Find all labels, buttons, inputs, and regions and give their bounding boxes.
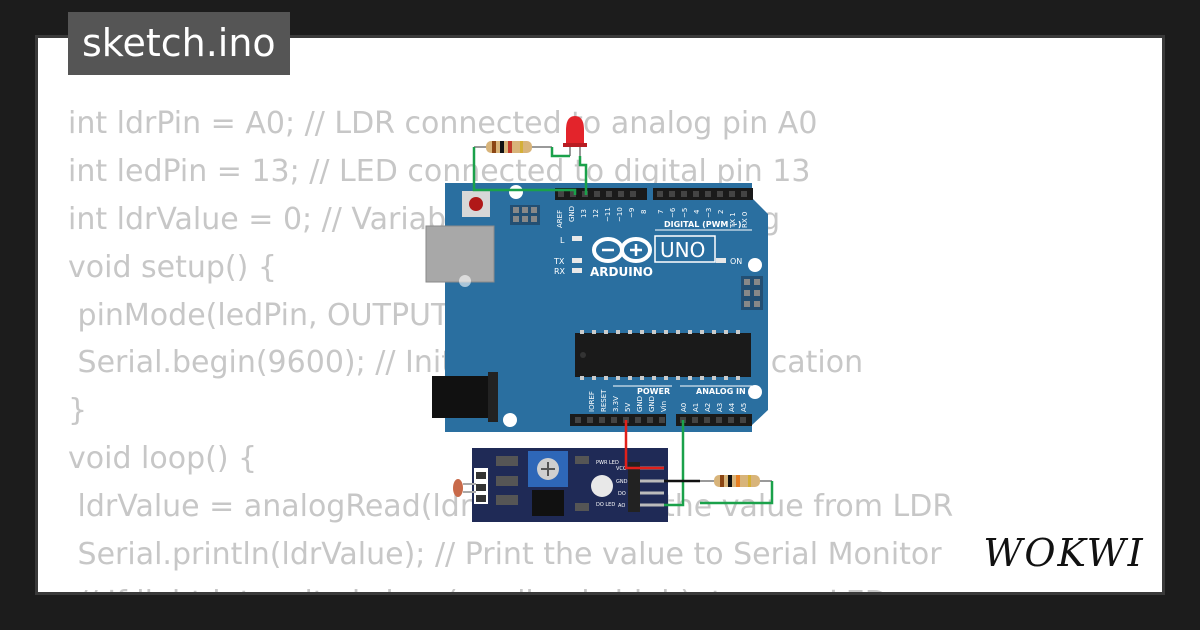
- code-editor[interactable]: int ldrPin = A0; // LDR connected to ana…: [68, 100, 1128, 627]
- code-line: int ldrPin = A0; // LDR connected to ana…: [68, 106, 818, 141]
- code-line: int ledPin = 13; // LED connected to dig…: [68, 153, 811, 189]
- file-tab-label: sketch.ino: [82, 21, 276, 65]
- code-line: void loop() {: [68, 441, 258, 477]
- wokwi-logo-text: WOKWI: [983, 531, 1144, 575]
- file-tab[interactable]: sketch.ino: [68, 12, 290, 75]
- wokwi-logo: WOKWI: [983, 531, 1144, 575]
- code-line: pinMode(ledPin, OUTPUT);: [68, 297, 472, 333]
- code-line: ldrValue = analogRead(ldrPin); // Read t…: [68, 489, 954, 525]
- bottom-frame: [35, 595, 1200, 630]
- code-line: }: [68, 393, 88, 429]
- code-line: Serial.begin(9600); // Initialize serial…: [68, 345, 864, 381]
- code-line: int ldrValue = 0; // Variable to store t…: [68, 201, 781, 237]
- bottom-border: [35, 592, 1165, 595]
- code-line: Serial.println(ldrValue); // Print the v…: [68, 537, 942, 573]
- code-line: void setup() {: [68, 249, 277, 285]
